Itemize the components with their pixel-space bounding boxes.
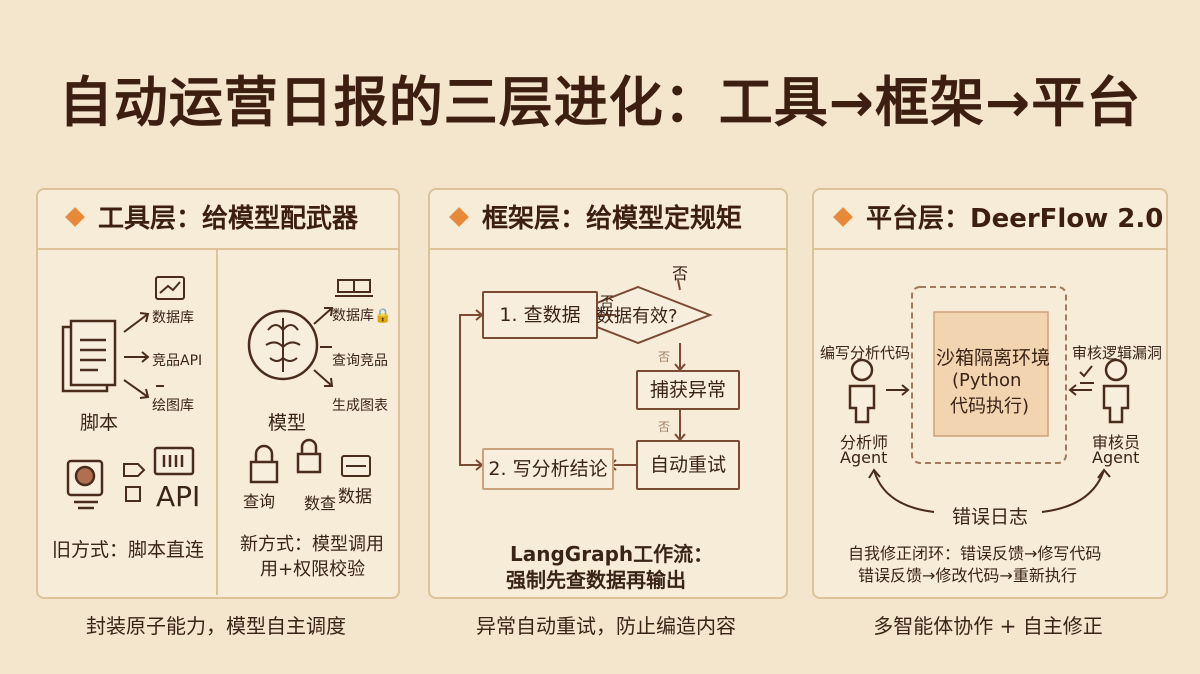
workflow-caption-2: 强制先查数据再输出 [506, 568, 686, 592]
old-way-caption: 旧方式：脚本直连 [52, 539, 205, 561]
book-icon [335, 279, 373, 297]
self-correct-caption-1: 自我修正闭环：错误反馈→修写代码 [848, 544, 1102, 563]
lock-label-data: 数据 [338, 487, 372, 507]
person-icon [848, 358, 876, 424]
model-arrows [313, 307, 334, 387]
sandbox-label-2: (Python [952, 370, 1022, 391]
model-label: 模型 [268, 412, 307, 434]
analyst-task: 编写分析代码 [820, 344, 911, 362]
target-label-competitor-api: 竞品API [152, 353, 203, 369]
brain-icon [247, 309, 319, 381]
transfer-icon [123, 463, 146, 502]
edge-label-no: 否 [658, 350, 671, 364]
panel-header-label: 工具层：给模型配武器 [98, 204, 359, 234]
loop-arrow-right [1041, 469, 1105, 513]
platform-graphics [848, 286, 1130, 513]
panel-header: 框架层：给模型定规矩 [430, 190, 786, 250]
new-way-caption-1: 新方式：模型调用 [240, 534, 384, 555]
sandbox-inner [933, 311, 1049, 437]
workflow-caption-1: LangGraph工作流： [510, 542, 714, 566]
target-label-query-competitor: 查询竞品 [332, 353, 388, 369]
gauge-icon [66, 459, 104, 510]
database-icon [155, 276, 185, 300]
target-label-database: 数据库 [152, 310, 194, 326]
new-way-caption-2: 用+权限校验 [260, 559, 366, 580]
panel-header: 平台层：DeerFlow 2.0 [814, 190, 1166, 250]
panel-tool-layer: 工具层：给模型配武器 [36, 188, 400, 599]
panel-footer-tool: 封装原子能力，模型自主调度 [86, 614, 346, 638]
api-label: API [156, 480, 201, 513]
tool-layer-graphics [61, 276, 373, 510]
node-query-data: 1. 查数据 [482, 291, 598, 339]
panel-footer-framework: 异常自动重试，防止编造内容 [476, 614, 736, 638]
target-label-generate-chart: 生成图表 [332, 398, 388, 414]
decision-label: 数据有效? [596, 306, 678, 327]
reviewer-name: 审核员 [1092, 433, 1141, 452]
analyst-name: 分析师 [840, 433, 889, 452]
chart-icon [341, 455, 371, 477]
checklist-icon [1079, 365, 1094, 384]
panel-header: 工具层：给模型配武器 [38, 190, 398, 250]
target-label-plot-lib: 绘图库 [152, 398, 194, 414]
node-write-conclusion: 2. 写分析结论 [482, 448, 614, 490]
lock-icon [296, 438, 322, 474]
target-label-database-lock: 数据库🔒 [332, 308, 392, 324]
panel-footer-platform: 多智能体协作 + 自主修正 [873, 614, 1103, 638]
lock-icon [249, 444, 279, 484]
sandbox-label-3: 代码执行) [950, 396, 1030, 417]
reviewer-task: 审核逻辑漏洞 [1072, 344, 1163, 362]
panel-divider [216, 250, 218, 595]
keyboard-icon [153, 446, 195, 476]
reviewer-agent: Agent [1092, 448, 1140, 467]
sandbox-label-1: 沙箱隔离环境 [936, 347, 1051, 369]
analyst-agent: Agent [840, 448, 888, 467]
panel-header-label: 框架层：给模型定规矩 [482, 204, 743, 234]
edge-label-no: 否 [658, 420, 671, 434]
node-catch-exception: 捕获异常 [636, 370, 740, 410]
lock-label-data-query: 数查 [304, 494, 337, 513]
page-title: 自动运营日报的三层进化：工具→框架→平台 [58, 71, 1142, 134]
script-arrows [123, 312, 150, 399]
panel-framework-layer: 框架层：给模型定规矩 1. 查数据 数据有效? 捕获异常 自动重试 2. 写分析… [428, 188, 788, 599]
edge-label-no: 否 [600, 295, 614, 311]
self-correct-caption-2: 错误反馈→修改代码→重新执行 [858, 566, 1077, 585]
person-icon [1102, 358, 1130, 424]
script-label: 脚本 [80, 412, 119, 434]
sandbox-outer [911, 286, 1067, 464]
panel-platform-layer: 平台层：DeerFlow 2.0 沙箱隔离环境 (Python 代码执行) 编写 [812, 188, 1168, 599]
edge-label-no: 否 [672, 264, 689, 283]
error-log-label: 错误日志 [952, 506, 1029, 528]
panel-header-label: 平台层：DeerFlow 2.0 [866, 204, 1164, 234]
node-auto-retry: 自动重试 [636, 440, 740, 490]
lock-label-query: 查询 [243, 492, 276, 511]
document-icon [61, 319, 117, 393]
loop-arrow-left [873, 469, 935, 513]
